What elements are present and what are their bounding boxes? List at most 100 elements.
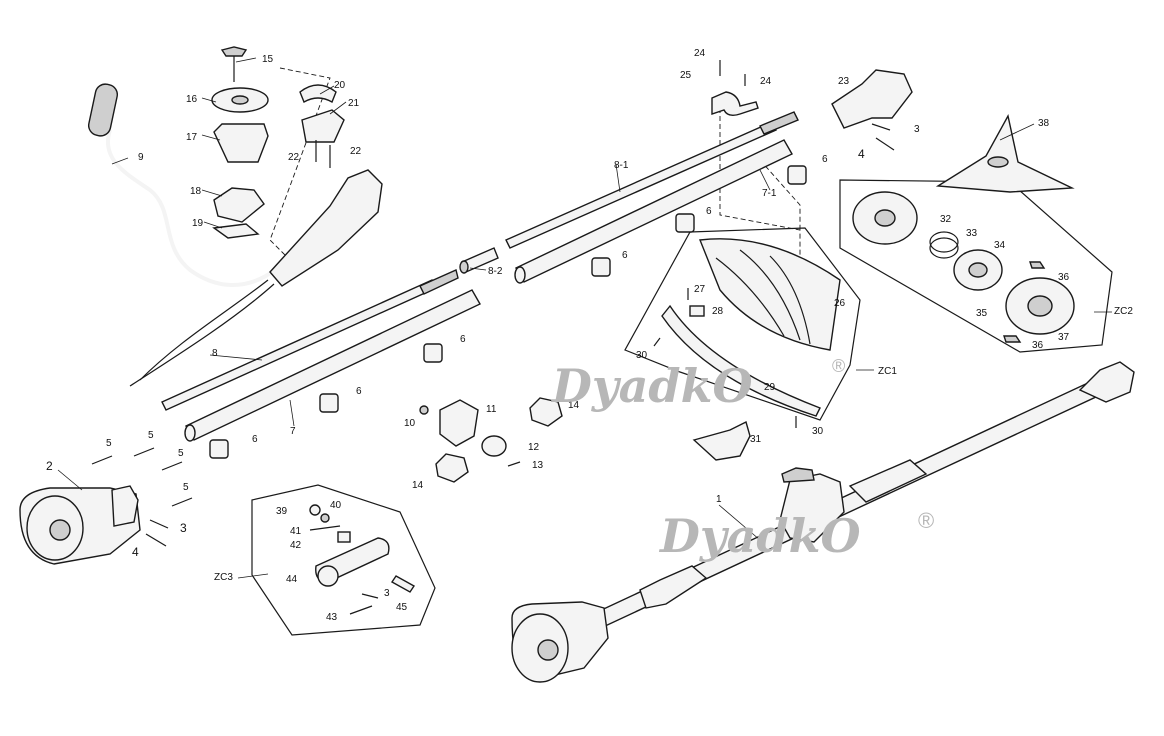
label-39: 39 [276,506,288,517]
label-16: 16 [186,94,198,105]
label-22a: 22 [288,152,300,163]
clip-19 [212,223,260,239]
screw-4-left [145,533,167,547]
label-4a: 4 [858,147,865,161]
eyelet-36b [1003,335,1022,343]
label-3a: 3 [914,124,920,135]
label-28: 28 [712,306,724,317]
bushing-6e [319,393,339,413]
label-3b: 3 [180,521,187,535]
label-zc2: ZC2 [1114,306,1133,317]
svg-text:DyadkO: DyadkO [550,359,753,413]
label-5b: 5 [148,430,154,441]
label-8: 8 [212,348,218,359]
group-zc3-outline [251,484,436,636]
label-29: 29 [764,382,776,393]
guard-29 [661,304,821,417]
group-zc1-outline [624,227,861,421]
label-40: 40 [330,500,342,511]
label-45: 45 [396,602,408,613]
clutch-housing-2-neck [111,485,139,527]
screw-4-top [875,137,895,151]
label-1: 1 [716,494,722,505]
label-25: 25 [680,70,692,81]
label-36a: 36 [1058,272,1070,283]
label-10: 10 [404,418,416,429]
drive-shaft-8-1 [505,111,799,249]
bushing-6c [591,257,611,277]
bracket-28 [689,305,705,317]
guard-26 [699,238,841,351]
screw-3-left [149,519,169,529]
label-38: 38 [1038,118,1050,129]
label-12: 12 [528,442,540,453]
washer-39 [309,504,321,516]
label-33: 33 [966,228,978,239]
label-6a: 6 [822,154,828,165]
leader-lines [57,57,1112,579]
coupler-8-2 [459,247,499,274]
screw-13 [507,461,521,467]
label-6e: 6 [356,386,362,397]
label-30b: 30 [812,426,824,437]
label-36b: 36 [1032,340,1044,351]
screw-5d [171,497,193,507]
svg-text:®: ® [832,356,845,376]
label-2: 2 [46,459,53,473]
loop-handle-bar-inner [106,129,277,287]
label-7-1: 7-1 [762,188,777,199]
spool-34-hub [968,262,988,278]
throttle-handle [269,169,383,287]
screw-3-zc3 [361,593,379,599]
label-14b: 14 [412,480,424,491]
drive-shaft-8 [161,269,459,411]
svg-text:DyadkO: DyadkO [658,509,861,563]
blade-38-hub [987,156,1009,168]
throttle-cable [139,279,269,381]
spring-33b [929,237,959,259]
lever-45 [390,575,416,593]
bracket-31 [692,420,751,461]
clamp-25 [711,91,759,117]
guard-26-rib2 [739,249,801,341]
clamp-14b [435,453,469,483]
label-31: 31 [750,434,762,445]
screw-43 [349,605,373,615]
label-6d: 6 [460,334,466,345]
tube-44-end [317,565,339,587]
tube-7 [184,289,481,442]
spring-33 [929,231,959,253]
part-labels: 1 2 3 3 3 4 4 5 5 5 5 6 6 6 6 6 6 7 7-1 … [46,48,1133,623]
label-14a: 14 [568,400,580,411]
label-7: 7 [290,426,296,437]
label-5a: 5 [106,438,112,449]
label-32: 32 [940,214,952,225]
assembled-knob [781,467,815,483]
label-18: 18 [190,186,202,197]
label-20: 20 [334,80,346,91]
clamp-half-21 [301,109,345,143]
spacer-42 [337,531,351,543]
bushing-6b [675,213,695,233]
label-42: 42 [290,540,302,551]
knob-15 [220,46,248,57]
watermark-top: DyadkO ® [550,356,845,413]
clamp-half-20 [299,84,337,104]
screw-5a [91,455,113,465]
label-24b: 24 [760,76,772,87]
label-43: 43 [326,612,338,623]
label-6f: 6 [252,434,258,445]
label-21: 21 [348,98,360,109]
clutch-housing-2-hub [49,519,71,541]
nut-40 [320,513,330,523]
label-6b: 6 [706,206,712,217]
label-13: 13 [532,460,544,471]
label-26: 26 [834,298,846,309]
label-8-1: 8-1 [614,160,629,171]
label-30a: 30 [636,350,648,361]
label-5c: 5 [178,448,184,459]
label-6c: 6 [622,250,628,261]
label-41: 41 [290,526,302,537]
tube-7-1 [514,139,793,284]
clamp-12 [481,435,507,457]
